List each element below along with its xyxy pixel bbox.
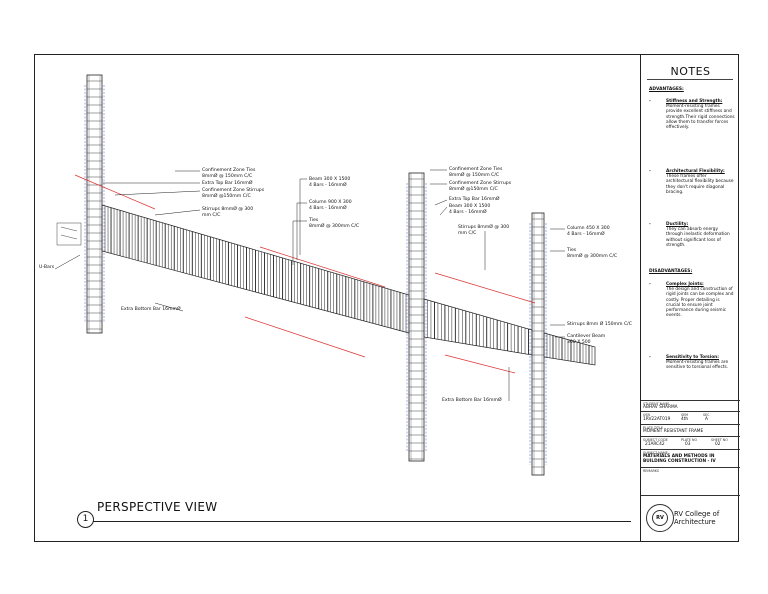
label-beam-main: Beam 300 X 1500 4 Bars - 16mmØ xyxy=(309,177,351,188)
disadvantage-text: The design and construction of rigid joi… xyxy=(666,287,734,319)
label-extra-bottom-bar-2: Extra Bottom Bar 16mmØ xyxy=(442,398,502,403)
college-name: RV College of Architecture xyxy=(674,510,720,526)
student-name-block: STUDENT NAME ABHAV SHARMA xyxy=(641,400,740,411)
disadvantage-item: - Complex Joints: The design and constru… xyxy=(649,282,735,318)
bullet-icon: - xyxy=(649,99,651,104)
remarks-block: REMARKS xyxy=(641,467,740,496)
disadvantage-item: - Sensitivity to Torsion: Moment-resisti… xyxy=(649,355,735,371)
label-beam-2: Beam 300 X 1500 4 Bars - 16mmØ xyxy=(449,204,491,215)
disadvantage-heading: Sensitivity to Torsion: xyxy=(666,355,719,360)
label-confinement-stirrups-2: Confinement Zone Stirrups 8mmØ @150mm C/… xyxy=(449,181,512,192)
label-cantilever-beam: Cantilever Beam 300 X 500 xyxy=(567,334,606,345)
bullet-icon: - xyxy=(649,169,651,174)
extra-top-bar xyxy=(74,174,156,210)
sheet-number: 02 xyxy=(715,442,721,447)
usn-value: 1RV22AT019 xyxy=(643,417,671,422)
bullet-icon: - xyxy=(649,282,651,287)
extra-bottom-bar xyxy=(244,316,366,358)
advantage-heading: Ductility: xyxy=(666,222,689,227)
subject-code-block: SUBJECT CODE PLATE NO SHEET NO 21ARC42 0… xyxy=(641,436,740,449)
subject-name-block: SUBJECT NAME MATERIALS AND METHODS IN BU… xyxy=(641,449,740,467)
college-logo-icon: RV xyxy=(646,504,674,532)
plate-number: 03 xyxy=(685,442,691,447)
leader-line xyxy=(114,190,201,196)
advantage-text: They can absorb energy through inelastic… xyxy=(666,227,730,248)
label-extra-top-bar-2: Extra Top Bar 16mmØ xyxy=(449,197,500,202)
college-block: RV RV College of Architecture xyxy=(641,495,740,542)
label-stirrups-1: Stirrups 8mmØ @ 300 mm C/C xyxy=(202,207,254,218)
advantage-text: Moment-resisting frames provide excellen… xyxy=(666,104,735,131)
leader-line xyxy=(439,206,448,216)
leader-line xyxy=(154,209,201,216)
label-column-450: Column 450 X 300 4 Bars - 16mmØ xyxy=(567,226,610,237)
label-column-900: Column 900 X 300 4 Bars - 16mmØ xyxy=(309,200,352,211)
label-confinement-ties-1: Confinement Zone Ties 8mmØ @ 150mm C/C xyxy=(202,168,256,179)
drawing-sheet: Confinement Zone Ties 8mmØ @ 150mm C/C E… xyxy=(34,54,740,543)
disadvantage-heading: Complex Joints: xyxy=(666,282,704,287)
advantage-item: - Ductility: They can absorb energy thro… xyxy=(649,222,735,248)
secondary-beam xyxy=(423,298,533,356)
advantages-heading: ADVANTAGES: xyxy=(649,87,684,92)
label-u-bars: U-Bars xyxy=(39,265,55,270)
subject-code: 21ARC42 xyxy=(645,442,665,447)
extra-top-bar xyxy=(434,272,536,304)
subject-name: MATERIALS AND METHODS IN BUILDING CONSTR… xyxy=(643,454,716,464)
sec-value: A xyxy=(705,417,708,422)
notes-divider xyxy=(647,79,733,80)
perspective-drawing: Confinement Zone Ties 8mmØ @ 150mm C/C E… xyxy=(35,55,640,543)
usn-block: USN SEM SEC 1RV22AT019 4th A xyxy=(641,411,740,424)
extra-bottom-bar xyxy=(444,354,516,374)
leader-line xyxy=(54,254,81,270)
advantage-heading: Architectural Flexibility: xyxy=(666,169,725,174)
plate-title: MOMENT RESISTANT FRAME xyxy=(643,429,704,434)
sem-value: 4th xyxy=(681,417,689,422)
label-extra-bottom-bar-1: Extra Bottom Bar 16mmØ xyxy=(121,307,181,312)
advantage-item: - Architectural Flexibility: These frame… xyxy=(649,169,735,195)
column-middle xyxy=(408,172,425,462)
label-ties-1: Ties 8mmØ @ 300mm C/C xyxy=(309,218,360,229)
column-left xyxy=(86,74,103,334)
notes-title: NOTES xyxy=(670,65,711,78)
label-ties-2: Ties 8mmØ @ 300mm C/C xyxy=(567,248,618,259)
view-title: PERSPECTIVE VIEW xyxy=(97,500,218,514)
title-underline xyxy=(93,521,631,522)
frame-illustration xyxy=(54,74,596,476)
bullet-icon: - xyxy=(649,222,651,227)
extra-top-bar xyxy=(259,246,386,288)
advantage-item: - Stiffness and Strength: Moment-resisti… xyxy=(649,99,735,130)
notes-panel: NOTES ADVANTAGES: - Stiffness and Streng… xyxy=(640,55,740,542)
cantilever-beam xyxy=(543,332,596,366)
label-stirrups-3: Stirrups 8mm Ø 150mm C/C xyxy=(567,322,632,327)
label-confinement-ties-2: Confinement Zone Ties 8mmØ @ 150mm C/C xyxy=(449,167,503,178)
leader-line xyxy=(154,302,184,312)
label-confinement-stirrups-1: Confinement Zone Stirrups 8mmØ @150mm C/… xyxy=(202,188,265,199)
disadvantages-heading: DISADVANTAGES: xyxy=(649,269,693,274)
advantage-text: These frames offer architectural flexibi… xyxy=(666,174,734,195)
disadvantage-text: Moment-resisting frames are sensitive to… xyxy=(666,360,729,371)
label-extra-top-bar-1: Extra Top Bar 16mmØ xyxy=(202,181,253,186)
leader-line xyxy=(434,199,448,206)
plate-title-block: PLATE TITLE MOMENT RESISTANT FRAME xyxy=(641,424,740,436)
label-stirrups-2: Stirrups 8mmØ @ 300 mm C/C xyxy=(458,225,510,236)
u-bar-detail xyxy=(56,222,82,246)
student-name: ABHAV SHARMA xyxy=(643,405,678,410)
view-number: 1 xyxy=(77,511,94,528)
bullet-icon: - xyxy=(649,355,651,360)
advantage-heading: Stiffness and Strength: xyxy=(666,99,723,104)
